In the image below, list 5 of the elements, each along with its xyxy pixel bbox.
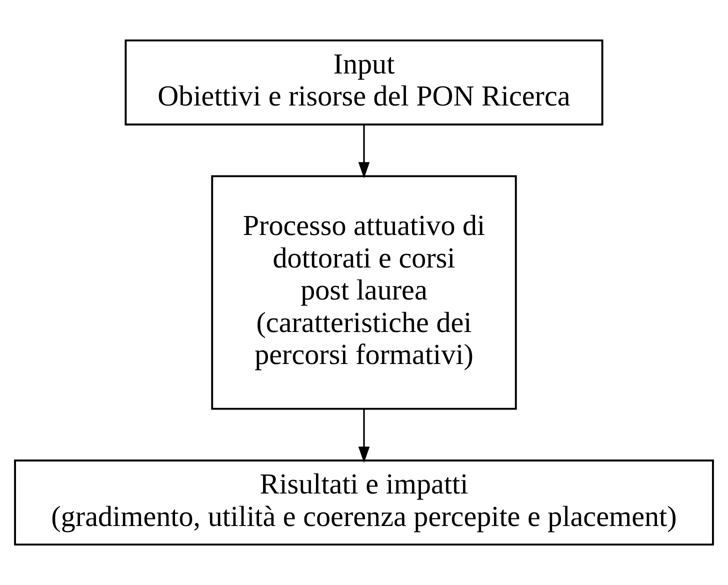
node-box: Processo attuativo di dottorati e corsi post laurea (caratteristiche dei percorsi formativi) xyxy=(211,175,517,410)
arrow xyxy=(358,124,370,178)
arrow xyxy=(358,409,370,463)
node-box: Risultati e impatti (gradimento, utilità e coerenza percepite e placement) xyxy=(14,460,714,546)
node-box: Input Obiettivi e risorse del PON Ricerca xyxy=(124,40,604,126)
